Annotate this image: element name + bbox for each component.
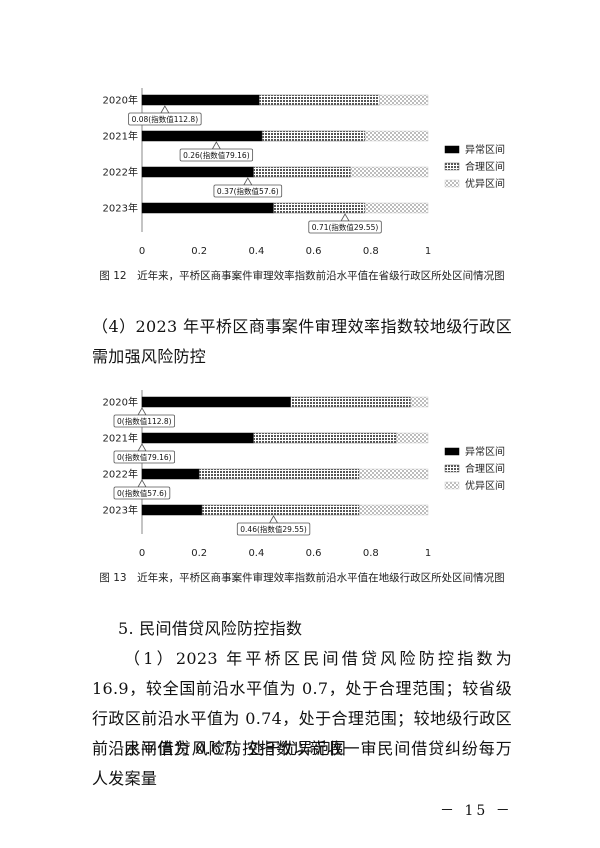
marker-box <box>128 112 202 126</box>
marker-pointer <box>243 177 253 186</box>
page-number: － 15 － <box>440 803 513 819</box>
marker-box <box>213 184 283 198</box>
legend-swatch <box>444 145 460 154</box>
bar-segment <box>396 432 429 444</box>
marker-box <box>113 486 171 500</box>
legend-label: 优异区间 <box>465 177 505 190</box>
legend-label: 异常区间 <box>465 445 505 458</box>
marker-label: 0.37(指数值57.6) <box>217 186 279 196</box>
marker-box <box>308 220 382 234</box>
chart-figure-13: 2020年 0(指数值112.8) 2021年 0(指数值79.16) 2022年 0(指… <box>100 384 520 564</box>
marker-pointer <box>137 479 147 488</box>
x-tick-label: 0.8 <box>363 548 379 559</box>
paragraph-lead: 民间借贷风险防控指数以新收一审民间借贷纠纷每万人发案量 <box>92 739 512 788</box>
paragraph-item-1: （1）2023 年平桥区民间借贷风险防控指数为 16.9，较全国前沿水平值为 0… <box>92 649 512 758</box>
category-label: 2021年 <box>103 130 138 143</box>
category-label: 2021年 <box>103 432 138 445</box>
marker-label: 0.08(指数值112.8) <box>132 114 199 124</box>
marker-label: 0.71(指数值29.55) <box>312 222 379 232</box>
marker-label: 0(指数值79.16) <box>117 452 172 462</box>
bar-segment <box>410 396 429 408</box>
x-tick-label: 0.6 <box>306 548 322 559</box>
x-tick-label: 1 <box>425 548 431 559</box>
bar-segment <box>141 166 254 178</box>
marker-pointer <box>137 407 147 416</box>
heading-4: （4）2023 年平桥区商事案件审理效率指数较地级行政区需加强风险防控 <box>92 317 512 366</box>
x-tick-label: 1 <box>425 246 431 257</box>
x-tick-label: 0.8 <box>363 246 379 257</box>
marker-pointer <box>340 213 350 222</box>
x-tick-label: 0.6 <box>306 246 322 257</box>
bar-segment <box>359 468 429 480</box>
bar-segment <box>141 130 263 142</box>
bar-segment <box>290 396 412 408</box>
chart-13-svg: 2020年 0(指数值112.8) 2021年 0(指数值79.16) 2022年 0(指… <box>103 390 505 559</box>
x-tick-label: 0 <box>139 246 145 257</box>
marker-box <box>236 522 311 536</box>
marker-box <box>179 148 254 162</box>
legend-label: 合理区间 <box>465 462 505 475</box>
bar-segment <box>273 202 366 214</box>
legend-label: 异常区间 <box>465 143 505 156</box>
category-label: 2020年 <box>103 94 138 107</box>
bar-segment <box>141 396 291 408</box>
bar-segment <box>141 504 203 516</box>
bar-segment <box>198 468 360 480</box>
category-label: 2023年 <box>103 202 138 215</box>
legend-swatch <box>444 481 460 490</box>
figure-13-caption: 图 13 近年来，平桥区商事案件审理效率指数前沿水平值在地级行政区所处区间情况图 <box>99 572 505 584</box>
chart-figure-12: 2020年 0.08(指数值112.8) 2021年 0.26(指数值79.16) 20… <box>100 82 520 262</box>
marker-pointer <box>160 105 170 114</box>
marker-pointer <box>268 515 279 524</box>
bar-segment <box>253 166 352 178</box>
legend-label: 合理区间 <box>465 160 505 173</box>
section-5-heading: 5. 民间借贷风险防控指数 <box>118 619 303 638</box>
marker-box <box>113 450 176 464</box>
bar-segment <box>253 432 397 444</box>
legend-swatch <box>444 464 460 473</box>
category-label: 2022年 <box>103 166 138 179</box>
legend-swatch <box>444 179 460 188</box>
bar-segment <box>141 202 274 214</box>
category-label: 2022年 <box>103 468 138 481</box>
marker-label: 0(指数值57.6) <box>117 488 167 498</box>
category-label: 2020年 <box>103 396 138 409</box>
legend-label: 优异区间 <box>465 479 505 492</box>
marker-label: 0.26(指数值79.16) <box>183 150 250 160</box>
marker-pointer <box>211 141 222 150</box>
x-tick-label: 0 <box>139 548 145 559</box>
bar-segment <box>364 130 429 142</box>
x-tick-label: 0.2 <box>191 548 207 559</box>
bar-segment <box>379 94 429 106</box>
bar-segment <box>141 432 254 444</box>
marker-label: 0(指数值112.8) <box>117 416 172 426</box>
bar-segment <box>141 468 200 480</box>
chart-12-svg: 2020年 0.08(指数值112.8) 2021年 0.26(指数值79.16) 20… <box>103 88 505 257</box>
bar-segment <box>259 94 380 106</box>
marker-pointer <box>137 443 147 452</box>
bar-segment <box>261 130 366 142</box>
marker-box <box>113 414 176 428</box>
legend-swatch <box>444 162 460 171</box>
bar-segment <box>141 94 260 106</box>
legend-swatch <box>444 447 460 456</box>
bar-segment <box>201 504 360 516</box>
figure-12-caption: 图 12 近年来，平桥区商事案件审理效率指数前沿水平值在省级行政区所处区间情况图 <box>99 270 505 282</box>
marker-label: 0.46(指数值29.55) <box>240 524 307 534</box>
x-tick-label: 0.2 <box>191 246 207 257</box>
x-tick-label: 0.4 <box>248 246 264 257</box>
bar-segment <box>359 504 429 516</box>
x-tick-label: 0.4 <box>248 548 264 559</box>
bar-segment <box>350 166 429 178</box>
category-label: 2023年 <box>103 504 138 517</box>
bar-segment <box>364 202 429 214</box>
